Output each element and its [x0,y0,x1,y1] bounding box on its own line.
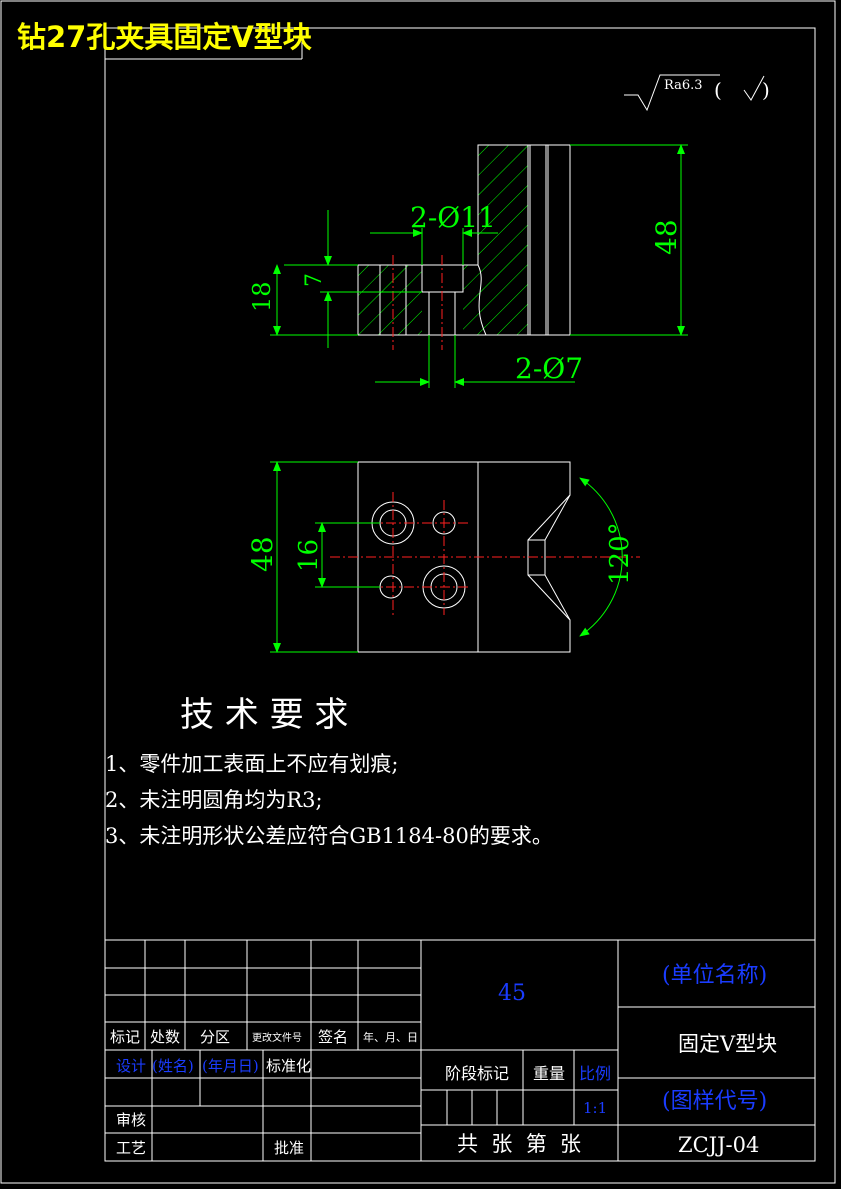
front-view: 48 16 120° [246,461,640,653]
label-approve: 批准 [274,1139,304,1157]
side-view: 18 7 2-Ø11 2-Ø7 48 [248,144,688,388]
date-placeholder: (年月日) [202,1057,259,1075]
label-weight: 重量 [533,1064,565,1083]
break-curve [477,264,487,336]
hatch-base-left [358,265,422,335]
label-scale: 比例 [579,1064,611,1083]
title-block: 标记 处数 分区 更改文件号 签名 年、月、日 设计 (姓名) (年月日) 标准… [104,939,816,1162]
part-name: 固定V型块 [678,1032,777,1056]
label-standardization: 标准化 [266,1057,311,1075]
drawing-code: (图样代号) [662,1089,767,1114]
dim-7-text: 7 [302,273,327,287]
unit-name: (单位名称) [662,963,767,988]
label-process: 工艺 [116,1139,146,1157]
hatch-upright [478,145,528,335]
roughness-value: Ra6.3 [664,78,703,93]
scale-value: 1:1 [583,1099,607,1117]
label-sheets: 共 张 第 张 [457,1132,581,1156]
inner-border [104,27,816,1162]
tech-item-3: 3、未注明形状公差应符合GB1184-80的要求。 [105,824,553,848]
dim-angle-text: 120° [605,522,635,585]
dim-18-text: 18 [248,281,276,312]
label-design: 设计 [116,1057,146,1075]
drawing-title: 钻27孔夹具固定V型块 [17,20,312,54]
label-count: 处数 [150,1028,180,1046]
hatch-base-mid [463,265,478,335]
label-mark: 标记 [110,1028,140,1046]
label-sign: 签名 [318,1028,348,1046]
dim-16-text: 16 [294,539,324,572]
dim-hole-large: 2-Ø11 [410,201,496,234]
dim-hole-small: 2-Ø7 [515,352,583,385]
label-review: 审核 [116,1111,146,1129]
drawing-number: ZCJJ-04 [678,1133,759,1157]
material-value: 45 [498,981,526,1006]
label-stage-mark: 阶段标记 [445,1064,509,1083]
label-date: 年、月、日 [363,1030,418,1044]
tech-item-1: 1、零件加工表面上不应有划痕; [105,752,398,776]
dim-angle-arc [579,477,623,637]
roughness-bracket-open: ( [714,78,722,102]
tech-heading: 技 术 要 求 [180,695,348,735]
v-faces [544,494,571,621]
dim-48-side-text: 48 [650,219,683,255]
label-change-doc: 更改文件号 [252,1031,302,1044]
name-placeholder: (姓名) [152,1057,194,1075]
label-zone: 分区 [200,1028,230,1046]
dim-48-front-text: 48 [246,536,279,572]
roughness-bracket-close: ) [762,78,770,102]
roughness-symbol: Ra6.3 ( ) [624,74,770,112]
tech-item-2: 2、未注明圆角均为R3; [105,788,323,812]
